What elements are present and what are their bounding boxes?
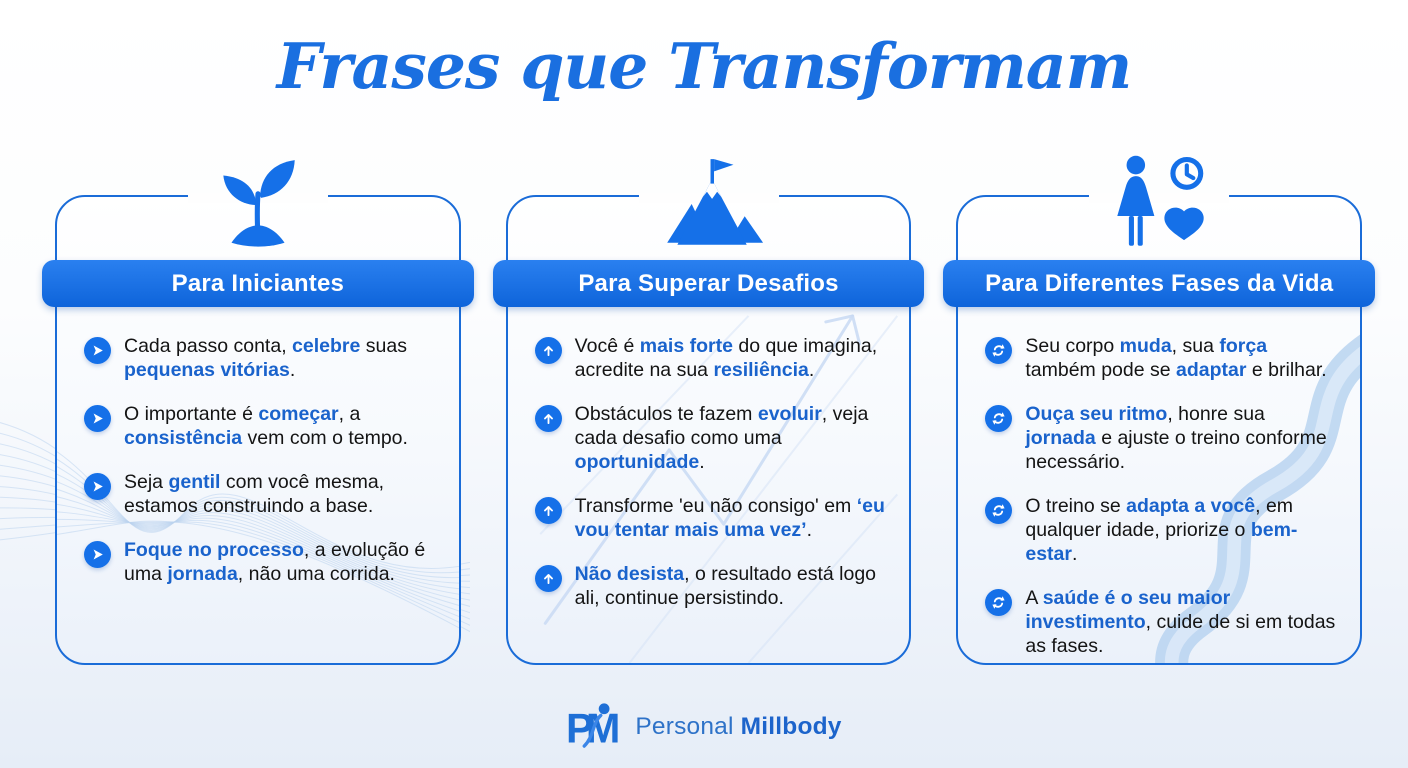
list-item: A saúde é o seu maior investimento, cuid… — [985, 587, 1340, 659]
list-item: Ouça seu ritmo, honre sua jornada e ajus… — [985, 403, 1340, 475]
list-item: Seja gentil com você mesma, estamos cons… — [84, 471, 439, 519]
sync-circle-icon — [985, 404, 1013, 432]
mountain-flag-icon — [642, 153, 775, 255]
list-item: Foque no processo, a evolução é uma jorn… — [84, 539, 439, 587]
card-header-superar-desafios: Para Superar Desafios — [492, 260, 925, 307]
item-text: Seu corpo muda, sua força também pode se… — [1025, 335, 1327, 381]
sync-circle-icon — [985, 496, 1013, 524]
card-decor — [508, 197, 910, 663]
card-body: Você é mais forte do que imagina, acredi… — [508, 307, 910, 611]
item-text: Você é mais forte do que imagina, acredi… — [574, 335, 878, 381]
arrow-up-circle-icon — [534, 404, 562, 432]
svg-text:P: P — [566, 706, 594, 752]
card-iniciantes: Para Iniciantes Cada passo conta, celebr… — [42, 160, 474, 665]
cards-row: Para Iniciantes Cada passo conta, celebr… — [42, 155, 1376, 665]
ribbon-decoration — [1155, 334, 1361, 663]
woman-clock-heart-icon — [1099, 153, 1220, 255]
item-text: O treino se adapta a você, em qualquer i… — [1025, 494, 1298, 565]
item-text: Obstáculos te fazem evoluir, veja cada d… — [574, 402, 869, 473]
item-text: A saúde é o seu maior investimento, cuid… — [1025, 586, 1336, 657]
pm-logo-icon: P M — [566, 703, 621, 752]
card-body: Cada passo conta, celebre suas pequenas … — [57, 307, 459, 587]
brand-regular: Personal — [635, 713, 734, 740]
card-fases-da-vida: Para Diferentes Fases da Vida Seu corpo … — [943, 155, 1376, 665]
sprout-icon — [207, 153, 309, 255]
item-text: Cada passo conta, celebre suas pequenas … — [124, 335, 407, 381]
list-item: Não desista, o resultado está logo ali, … — [534, 562, 890, 611]
footer: P M Personal Millbody — [0, 700, 1408, 754]
item-text: Seja gentil com você mesma, estamos cons… — [124, 470, 385, 517]
chevron-right-circle-icon — [84, 404, 111, 432]
page-title: Frases que Transformam — [276, 29, 1133, 103]
arrow-up-circle-icon — [534, 564, 562, 592]
list-item: O treino se adapta a você, em qualquer i… — [985, 495, 1340, 567]
item-text: Não desista, o resultado está logo ali, … — [574, 562, 877, 609]
sync-circle-icon — [985, 337, 1013, 364]
list-item: Obstáculos te fazem evoluir, veja cada d… — [534, 402, 890, 475]
card-body: Seu corpo muda, sua força também pode se… — [958, 307, 1360, 659]
chevron-right-circle-icon — [84, 540, 111, 568]
list-item: Cada passo conta, celebre suas pequenas … — [84, 335, 439, 383]
trend-arrow-decoration — [539, 314, 898, 663]
item-text: Transforme 'eu não consigo' em ‘eu vou t… — [574, 494, 885, 541]
chevron-right-circle-icon — [84, 337, 111, 364]
sync-circle-icon — [985, 588, 1013, 616]
list-item: Você é mais forte do que imagina, acredi… — [534, 335, 890, 383]
arrow-up-circle-icon — [534, 496, 562, 524]
list-item: O importante é começar, a consistência v… — [84, 403, 439, 451]
item-text: Foque no processo, a evolução é uma jorn… — [124, 538, 426, 585]
border-notch — [1089, 193, 1230, 203]
card-decor — [57, 197, 459, 663]
list-item: Seu corpo muda, sua força também pode se… — [985, 335, 1340, 383]
item-text: O importante é começar, a consistência v… — [124, 402, 408, 449]
wave-lines-decoration — [57, 451, 459, 629]
arrow-up-circle-icon — [534, 337, 562, 364]
list-item: Transforme 'eu não consigo' em ‘eu vou t… — [534, 494, 890, 543]
brand-text: Personal Millbody — [635, 713, 841, 741]
card-superar-desafios: Para Superar Desafios Você é mais forte … — [492, 159, 925, 665]
brand-bold: Millbody — [740, 713, 842, 740]
item-text: Ouça seu ritmo, honre sua jornada e ajus… — [1025, 402, 1327, 473]
card-decor — [958, 197, 1361, 663]
card-header-iniciantes: Para Iniciantes — [42, 260, 474, 307]
card-header-fases-da-vida: Para Diferentes Fases da Vida — [943, 260, 1376, 307]
chevron-right-circle-icon — [84, 472, 111, 500]
